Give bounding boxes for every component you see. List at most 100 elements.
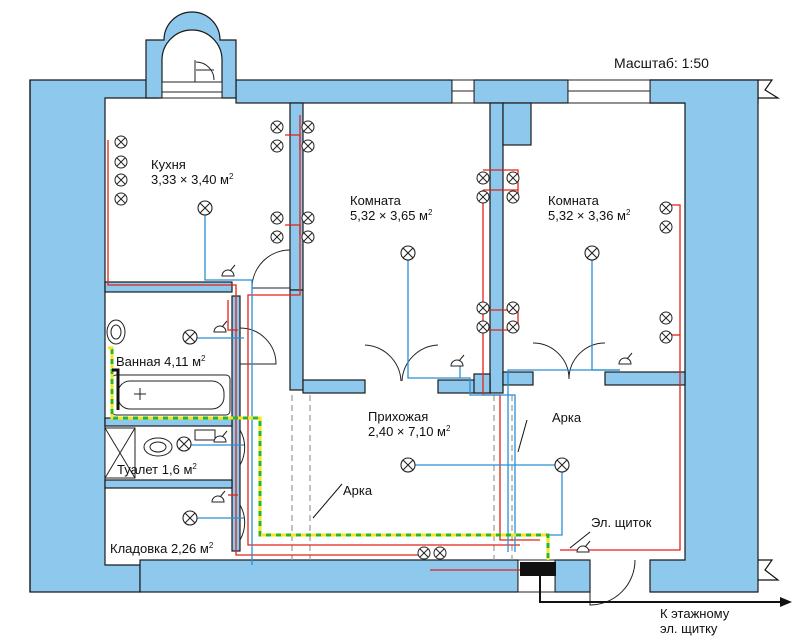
room-name: Туалет: [117, 462, 159, 477]
lamp-icon: [400, 457, 416, 473]
room-name: Комната: [548, 193, 599, 208]
wall-kitchen-bath: [104, 281, 233, 293]
bottom-wall-1: [139, 559, 519, 593]
bottom-wall-2: [554, 559, 591, 593]
socket-icon: [659, 311, 673, 325]
room-label-room1: Комната 5,32 × 3,65 м2: [350, 193, 432, 223]
socket-icon: [476, 171, 490, 185]
switch-icon: [213, 320, 228, 333]
socket-icon: [417, 546, 431, 560]
socket-icon: [301, 230, 315, 244]
switch-icon: [211, 490, 226, 503]
room-size-unit-power: 2: [201, 354, 206, 363]
room-name: Прихожая: [368, 409, 429, 424]
room-size: 3,33 × 3,40 м: [151, 172, 229, 187]
feed-arrow: [780, 597, 792, 607]
lamp-icon: [197, 200, 213, 216]
top-wall-2: [235, 79, 453, 104]
room-size-unit-power: 2: [228, 172, 234, 181]
socket-icon: [114, 192, 128, 206]
socket-icon: [270, 211, 284, 225]
socket-icon: [476, 190, 490, 204]
room-size: 1,6 м: [161, 462, 193, 477]
socket-icon: [506, 190, 520, 204]
room-size: 2,26 м: [170, 541, 209, 556]
switch-icon: [618, 352, 633, 365]
wall-hall-shaft: [473, 373, 491, 394]
switch-icon: [576, 540, 591, 553]
socket-icon: [506, 301, 520, 315]
socket-icon: [301, 120, 315, 134]
room-size-unit-power: 2: [208, 541, 214, 550]
ground-wire: [108, 346, 550, 560]
room-size: 5,32 × 3,36 м: [548, 208, 626, 223]
room-label-storage: Кладовка 2,26 м2: [110, 541, 213, 556]
room-size: 4,11 м: [164, 354, 202, 369]
walls: [29, 11, 759, 593]
room-label-toilet: Туалет 1,6 м2: [117, 462, 197, 477]
lighting-wiring: [185, 210, 620, 565]
socket-icon: [270, 120, 284, 134]
break-marks: [29, 79, 781, 592]
right-outer-wall: [649, 79, 759, 593]
socket-icon: [659, 201, 673, 215]
room-size-unit-power: 2: [625, 208, 631, 217]
socket-icon: [114, 135, 128, 149]
socket-icon: [506, 320, 520, 334]
scale-label: Масштаб: 1:50: [614, 55, 709, 71]
socket-icon: [433, 546, 447, 560]
socket-icon: [270, 139, 284, 153]
wall-hall-left: [289, 289, 304, 391]
lamp-icon: [554, 457, 570, 473]
vent-duct: [502, 102, 532, 146]
top-wall-3: [473, 79, 569, 104]
room-label-hall: Прихожая 2,40 × 7,10 м2: [368, 409, 450, 439]
wall-toilet-storage: [104, 479, 233, 489]
bay-wall: [145, 11, 237, 99]
room-size: 2,40 × 7,10 м: [368, 424, 446, 439]
room-name: Комната: [350, 193, 401, 208]
feed-line: [539, 576, 780, 603]
lamp-icon: [584, 245, 600, 261]
lamp-icon: [400, 245, 416, 261]
socket-icon: [476, 301, 490, 315]
room-size-unit-power: 2: [445, 424, 451, 433]
socket-wiring: [107, 115, 681, 571]
callout-arch-right: Арка: [552, 410, 582, 425]
wall-kitchen-room1: [289, 102, 304, 291]
switch-icon: [221, 264, 236, 277]
callout-arch-left: Арка: [343, 483, 373, 498]
socket-icon: [659, 330, 673, 344]
switch-icon: [450, 354, 465, 367]
lamp-icon: [182, 510, 198, 526]
left-outer-wall: [29, 79, 149, 593]
callout-floor-panel-line2: эл. щитку: [660, 621, 718, 636]
hidden-wiring: [291, 395, 513, 560]
wall-room1-room2: [489, 102, 504, 394]
switch-icon: [213, 430, 228, 443]
balcony-door: [161, 60, 223, 99]
lamp-icon: [176, 436, 192, 452]
wall-room2-hall-b: [604, 371, 686, 386]
callout-leaders: [312, 419, 591, 549]
room-label-room2: Комната 5,32 × 3,36 м2: [548, 193, 630, 223]
wall-room2-hall: [502, 371, 534, 386]
room-label-bathroom: Ванная 4,11 м2: [116, 354, 206, 369]
bathroom-fixtures: [104, 319, 231, 479]
room-name: Ванная: [116, 354, 161, 369]
callout-floor-panel-line1: К этажному: [660, 606, 730, 621]
lamp-icon: [182, 329, 198, 345]
socket-icon: [301, 139, 315, 153]
socket-icon: [659, 220, 673, 234]
socket-icon: [506, 171, 520, 185]
socket-icon: [114, 173, 128, 187]
wall-room1-hall: [302, 379, 366, 394]
socket-icon: [114, 155, 128, 169]
room-label-kitchen: Кухня 3,33 × 3,40 м2: [151, 157, 233, 187]
socket-icon: [270, 230, 284, 244]
room-name: Кладовка: [110, 541, 168, 556]
electrical-panel: [520, 562, 556, 576]
room-size: 5,32 × 3,65 м: [350, 208, 428, 223]
room-size-unit-power: 2: [192, 462, 197, 471]
